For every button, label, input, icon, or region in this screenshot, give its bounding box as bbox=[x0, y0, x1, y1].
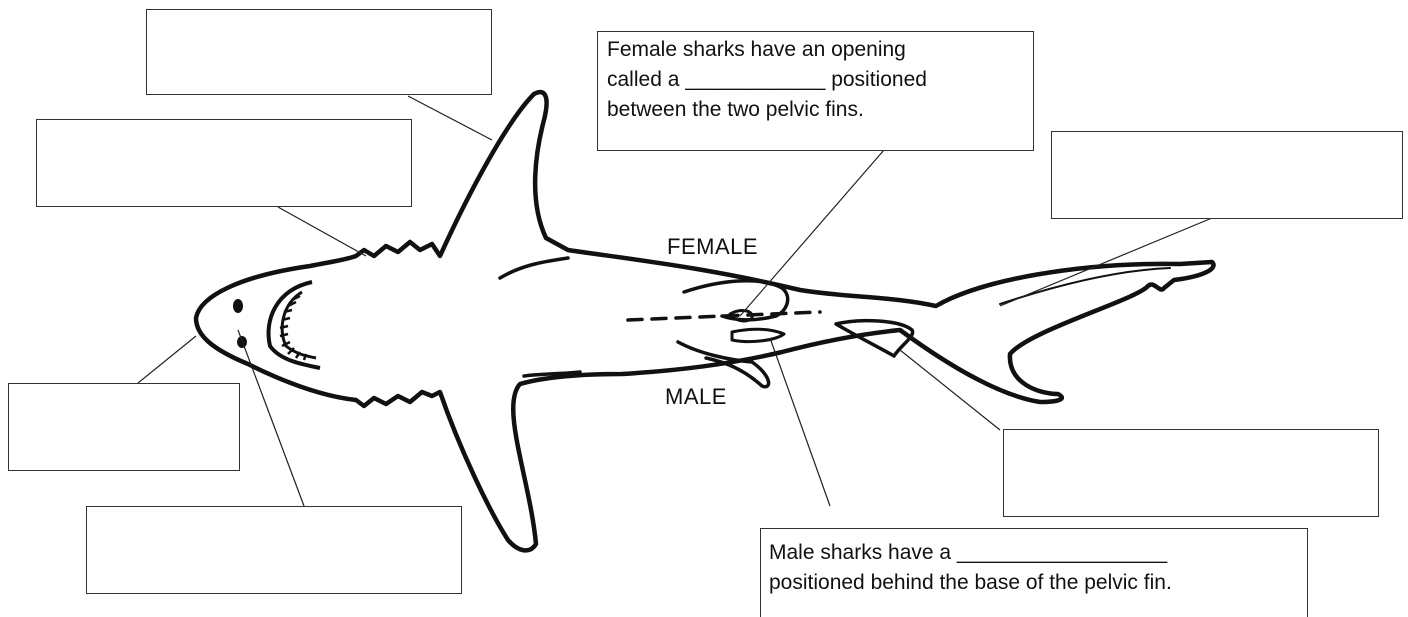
female-question-line-2[interactable]: called a ____________ positioned bbox=[607, 65, 1027, 95]
shark-mouth bbox=[269, 282, 320, 368]
answer-box-anal-fin[interactable] bbox=[1003, 429, 1379, 517]
female-label: FEMALE bbox=[667, 234, 758, 260]
male-question-line-2: positioned behind the base of the pelvic… bbox=[769, 568, 1305, 598]
male-label: MALE bbox=[665, 384, 727, 410]
male-question-line-1[interactable]: Male sharks have a __________________ bbox=[769, 538, 1305, 568]
answer-box-nostril[interactable] bbox=[86, 506, 462, 594]
answer-box-caudal-fin[interactable] bbox=[1051, 131, 1403, 219]
answer-box-gills[interactable] bbox=[36, 119, 412, 207]
female-question-line-1: Female sharks have an opening bbox=[607, 35, 1027, 65]
male-question-text: Male sharks have a __________________ po… bbox=[769, 538, 1305, 598]
female-question-line-3: between the two pelvic fins. bbox=[607, 95, 1027, 125]
answer-box-snout[interactable] bbox=[8, 383, 240, 471]
female-question-text: Female sharks have an opening called a _… bbox=[607, 35, 1027, 125]
answer-box-dorsal-fin[interactable] bbox=[146, 9, 492, 95]
